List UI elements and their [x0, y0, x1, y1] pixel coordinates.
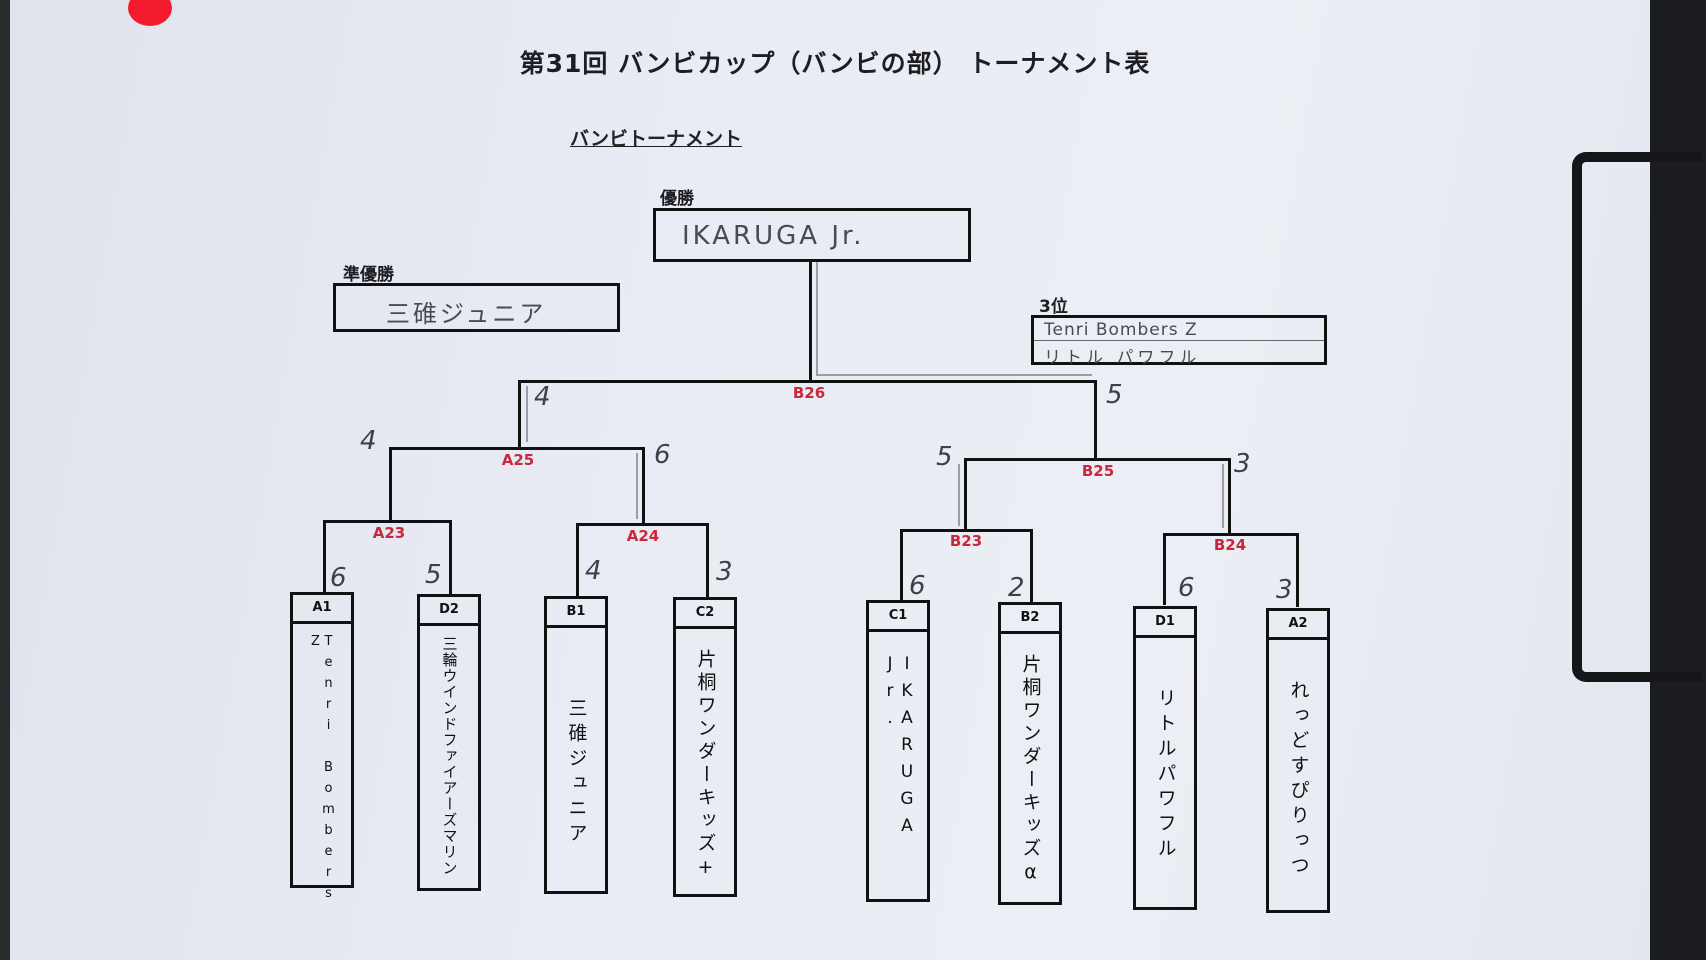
- score-b2: 2: [1008, 573, 1025, 603]
- third-place-box: Tenri Bombers Z リトル パワフル: [1031, 315, 1327, 368]
- score-a24: 6: [654, 440, 671, 470]
- champion-name: IKARUGA Jr.: [682, 221, 865, 251]
- match-label-b24: B24: [1213, 536, 1247, 554]
- score-b24: 3: [1234, 449, 1251, 479]
- third-place-label: 3位: [1039, 297, 1068, 317]
- score-a2: 3: [1276, 575, 1293, 605]
- team-seed: C1: [869, 603, 927, 632]
- team-seed: A1: [293, 595, 351, 624]
- match-label-b23: B23: [949, 532, 983, 550]
- team-box: D1 リトルパワフル: [1133, 606, 1197, 910]
- third-place-name-2: リトル パワフル: [1044, 348, 1201, 368]
- match-label-b25: B25: [1081, 462, 1115, 480]
- clipboard-clip: [1572, 152, 1702, 682]
- third-place-name-1: Tenri Bombers Z: [1034, 318, 1324, 341]
- page-title: 第31回 バンビカップ（バンビの部） トーナメント表: [519, 49, 1151, 78]
- score-a1: 6: [330, 563, 347, 593]
- team-box: B2 片桐ワンダーキッズα: [998, 602, 1062, 905]
- score-a25-final: 4: [534, 382, 551, 412]
- score-d2: 5: [425, 560, 442, 590]
- runner-up-box: 三碓ジュニア: [333, 283, 620, 332]
- champion-label: 優勝: [660, 189, 694, 209]
- team-box: C2 片桐ワンダーキッズ+: [673, 597, 737, 897]
- champion-box: IKARUGA Jr.: [653, 208, 971, 262]
- score-b25-final: 5: [1106, 380, 1123, 410]
- team-name: リトルパワフル: [1154, 688, 1177, 863]
- paper-sheet: [10, 0, 1650, 960]
- match-label-a23: A23: [372, 524, 406, 542]
- section-title: バンビトーナメント: [570, 128, 742, 150]
- score-c1: 6: [909, 571, 926, 601]
- team-box: A1 Tenri Bombers Z: [290, 592, 354, 907]
- team-box: D2 三輪ウインドファイアーズマリン: [417, 594, 481, 891]
- team-seed: B1: [547, 599, 605, 628]
- team-seed: A2: [1269, 611, 1327, 640]
- team-box: B1 三碓ジュニア: [544, 596, 608, 894]
- runner-up-name: 三碓ジュニア: [386, 300, 547, 328]
- score-a23: 4: [360, 426, 377, 456]
- team-seed: D2: [420, 597, 478, 626]
- team-name: Tenri Bombers Z: [308, 634, 336, 907]
- team-name: 片桐ワンダーキッズα: [1019, 654, 1042, 887]
- runner-up-label: 準優勝: [343, 265, 394, 285]
- team-seed: C2: [676, 600, 734, 629]
- score-b1: 4: [585, 556, 602, 586]
- score-c2: 3: [716, 557, 733, 587]
- match-label-a25: A25: [501, 451, 535, 469]
- team-box: C1 IKARUGA Jr.: [866, 600, 930, 902]
- team-name: れっどすぴりっつ: [1287, 680, 1310, 880]
- team-seed: B2: [1001, 605, 1059, 634]
- team-name: 片桐ワンダーキッズ+: [694, 649, 717, 882]
- score-d1: 6: [1178, 573, 1195, 603]
- team-box: A2 れっどすぴりっつ: [1266, 608, 1330, 913]
- team-name: 三碓ジュニア: [565, 698, 588, 848]
- score-b23: 5: [936, 442, 953, 472]
- team-seed: D1: [1136, 609, 1194, 638]
- team-name: IKARUGA Jr.: [880, 654, 917, 843]
- match-label-a24: A24: [626, 527, 660, 545]
- match-label-b26: B26: [792, 384, 826, 402]
- team-name: 三輪ウインドファイアーズマリン: [440, 636, 459, 876]
